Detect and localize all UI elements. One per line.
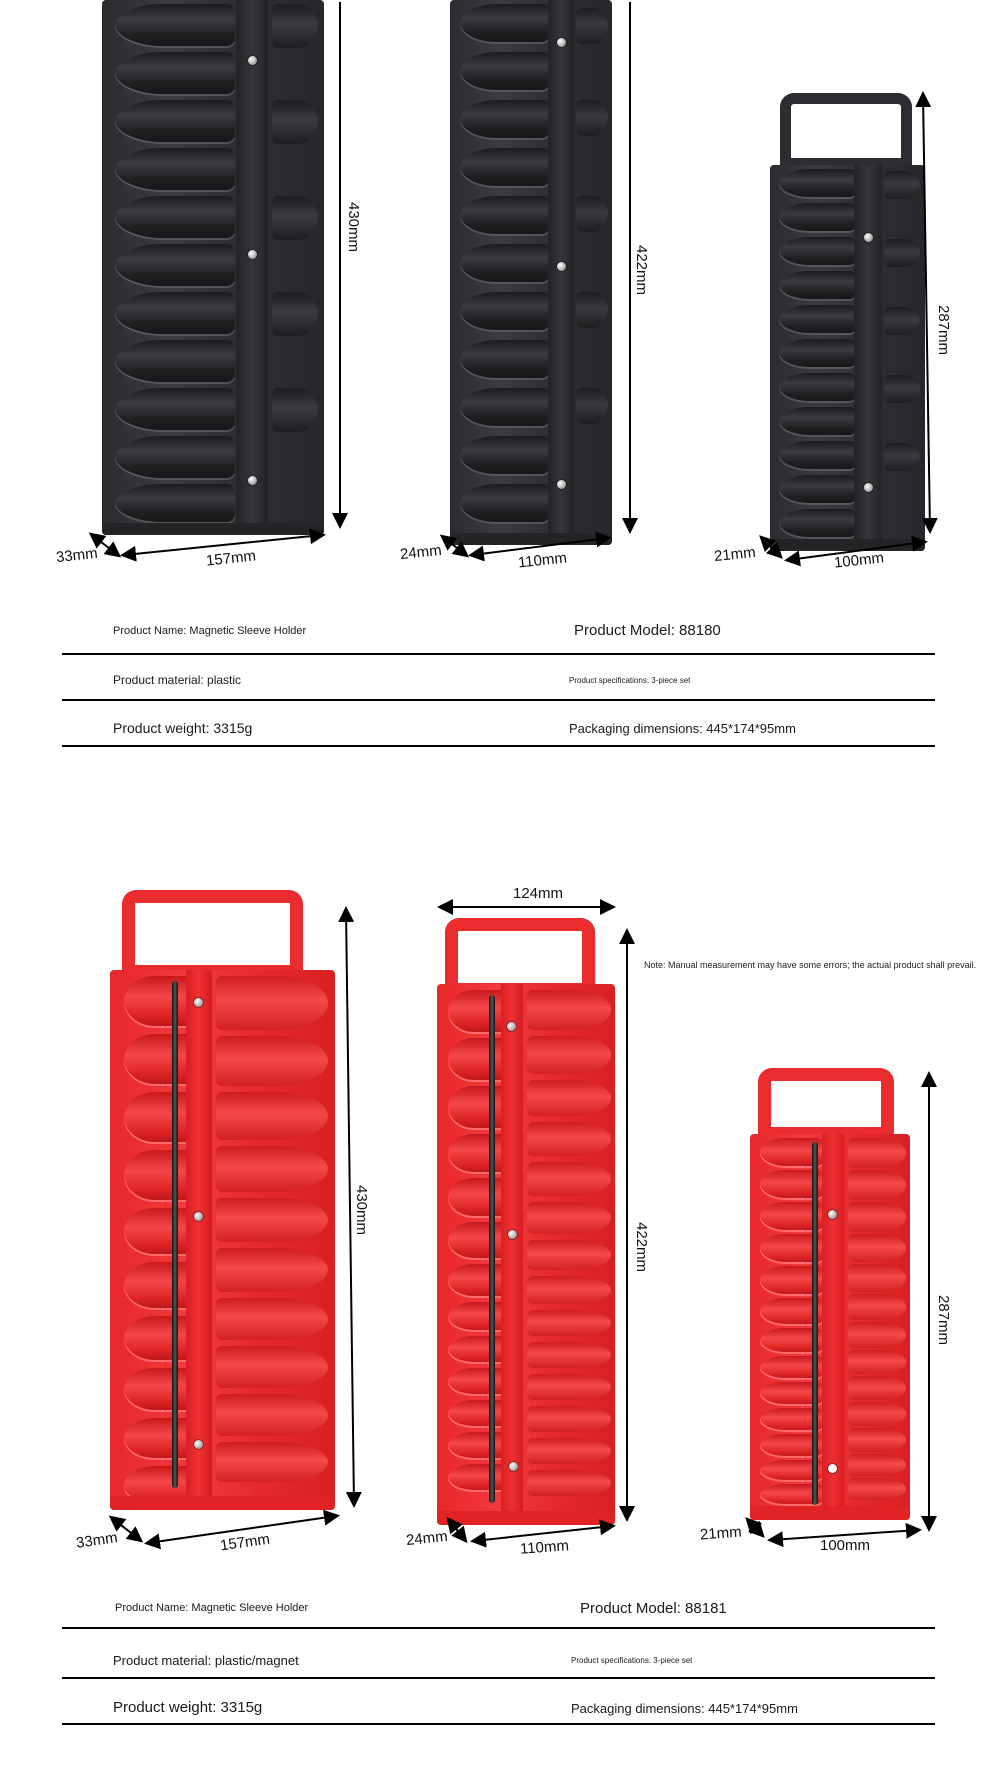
product-specifications: Product specifications: 3-piece set: [571, 1656, 693, 1665]
screw-icon: [557, 262, 566, 271]
red-holder-small: [750, 1068, 910, 1520]
product-material: Product material: plastic/magnet: [113, 1653, 299, 1668]
screw-icon: [557, 480, 566, 489]
screw-icon: [828, 1464, 837, 1473]
product-name: Product Name: Magnetic Sleeve Holder: [113, 625, 307, 637]
screw-icon: [864, 233, 873, 242]
packaging-dimensions: Packaging dimensions: 445*174*95mm: [569, 721, 796, 736]
width-label-medium: 110mm: [519, 1537, 570, 1558]
width-label-small: 100mm: [820, 1537, 871, 1554]
screw-icon: [507, 1022, 516, 1031]
screw-icon: [557, 38, 566, 47]
black-holder-medium: [450, 0, 612, 545]
table-divider: [62, 1627, 935, 1629]
screw-icon: [248, 250, 257, 259]
product-weight: Product weight: 3315g: [113, 1699, 263, 1716]
product-specifications: Product specifications: 3-piece set: [569, 676, 691, 685]
screw-icon: [508, 1230, 517, 1239]
black-holder-small: [770, 93, 925, 551]
table-divider: [62, 1677, 935, 1679]
height-label-small: 287mm: [935, 1295, 952, 1346]
screw-icon: [248, 476, 257, 485]
height-label-medium: 422mm: [633, 1222, 650, 1273]
screw-icon: [828, 1210, 837, 1219]
packaging-dimensions: Packaging dimensions: 445*174*95mm: [571, 1701, 798, 1716]
product-model: Product Model: 88181: [580, 1600, 727, 1617]
table-divider: [62, 699, 935, 701]
product-name: Product Name: Magnetic Sleeve Holder: [115, 1602, 309, 1614]
screw-icon: [194, 998, 203, 1007]
handle-width-label: 124mm: [513, 885, 564, 902]
black-holder-large: [102, 0, 324, 535]
product-weight: Product weight: 3315g: [113, 720, 253, 736]
red-holder-large: [110, 890, 335, 1510]
table-divider: [62, 745, 935, 747]
product-material: Product material: plastic: [113, 673, 242, 687]
measurement-note: Note: Manual measurement may have some e…: [644, 960, 977, 970]
height-label-large: 430mm: [353, 1185, 370, 1236]
screw-icon: [194, 1212, 203, 1221]
red-holder-medium: [437, 918, 615, 1525]
dimension-arrows: [88, 2, 938, 567]
table-divider: [62, 653, 935, 655]
table-divider: [62, 1723, 935, 1725]
screw-icon: [509, 1462, 518, 1471]
depth-label-small: 21mm: [699, 1523, 743, 1544]
product-model: Product Model: 88180: [574, 622, 721, 639]
screw-icon: [194, 1440, 203, 1449]
screw-icon: [248, 56, 257, 65]
screw-icon: [864, 483, 873, 492]
